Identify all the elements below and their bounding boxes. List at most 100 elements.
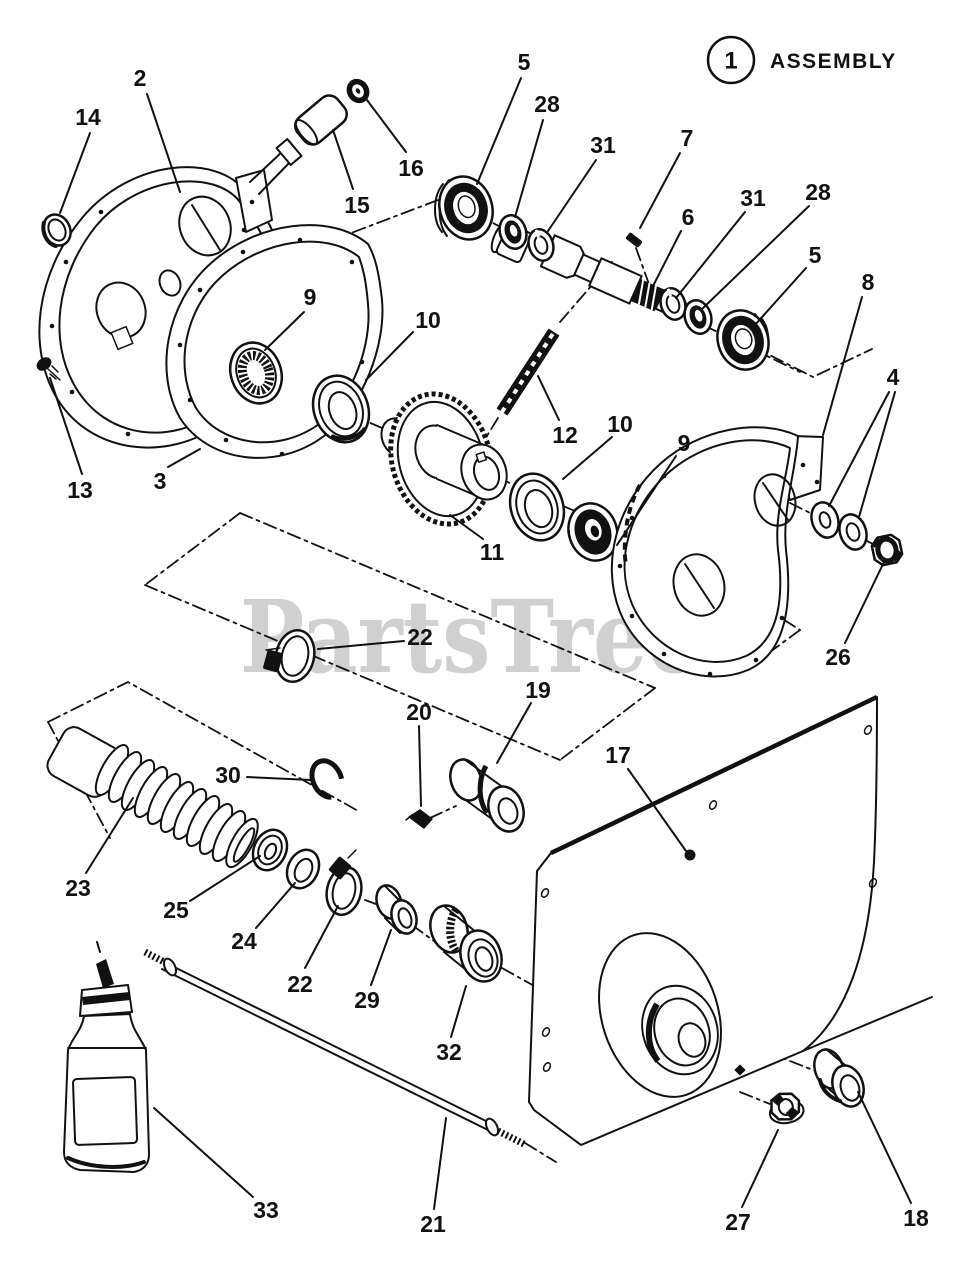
assembly-badge-label: ASSEMBLY bbox=[770, 50, 897, 73]
callout-29: 29 bbox=[354, 987, 380, 1013]
cover-plate-8 bbox=[610, 426, 824, 678]
panel-17 bbox=[528, 694, 933, 1146]
leader-dot-17 bbox=[684, 849, 696, 861]
cap-16 bbox=[346, 78, 370, 104]
callout-27: 27 bbox=[725, 1209, 751, 1235]
callout-28: 28 bbox=[534, 91, 560, 117]
plug-14 bbox=[41, 213, 72, 249]
phantom-line bbox=[524, 1142, 557, 1163]
callout-14: 14 bbox=[75, 104, 101, 130]
callout-23: 23 bbox=[65, 875, 91, 901]
callout-9: 9 bbox=[304, 284, 317, 310]
callout-33: 33 bbox=[253, 1197, 279, 1223]
bearing-5-right bbox=[716, 309, 770, 371]
callout-31: 31 bbox=[740, 185, 766, 211]
callout-9: 9 bbox=[678, 430, 691, 456]
leader-line-18 bbox=[857, 1091, 912, 1204]
seal-10-left bbox=[311, 374, 371, 444]
nut-27 bbox=[768, 1092, 805, 1125]
phantom-line bbox=[559, 687, 656, 761]
bearing-9-right bbox=[567, 502, 619, 562]
leader-line-15 bbox=[332, 129, 354, 190]
ring-31-right bbox=[659, 287, 687, 321]
grip-15 bbox=[294, 94, 348, 146]
bushing-29 bbox=[375, 884, 418, 935]
washer-4a bbox=[810, 501, 840, 539]
leader-line-31 bbox=[675, 211, 746, 299]
leader-line-21 bbox=[433, 1117, 447, 1210]
callout-22: 22 bbox=[407, 624, 433, 650]
callout-12: 12 bbox=[552, 422, 578, 448]
leader-line-32 bbox=[450, 985, 467, 1038]
leader-line-8 bbox=[822, 296, 863, 436]
leader-line-19 bbox=[496, 702, 532, 764]
washer-25 bbox=[251, 828, 289, 872]
phantom-line bbox=[47, 680, 361, 813]
callout-5: 5 bbox=[809, 242, 822, 268]
assembly-badge-number: 1 bbox=[724, 48, 737, 75]
leader-line-31 bbox=[547, 159, 597, 232]
callout-30: 30 bbox=[215, 762, 241, 788]
callout-3: 3 bbox=[154, 468, 167, 494]
leader-lines-layer bbox=[49, 77, 912, 1210]
phantom-line bbox=[501, 967, 546, 993]
snap-ring-30 bbox=[309, 758, 345, 800]
callout-5: 5 bbox=[518, 49, 531, 75]
washer-28-left bbox=[498, 214, 528, 250]
callout-7: 7 bbox=[681, 125, 694, 151]
key-7 bbox=[626, 232, 642, 248]
assembly-badge: 1 ASSEMBLY bbox=[706, 35, 897, 85]
leader-line-25 bbox=[189, 855, 261, 902]
pin-20 bbox=[405, 809, 433, 829]
leader-line-5 bbox=[753, 267, 807, 327]
leader-line-11 bbox=[449, 514, 484, 540]
callout-2: 2 bbox=[134, 65, 147, 91]
leader-line-24 bbox=[255, 882, 296, 929]
leader-line-28 bbox=[701, 205, 810, 310]
callout-6: 6 bbox=[682, 204, 695, 230]
leader-line-13 bbox=[49, 377, 83, 475]
washer-4b bbox=[838, 513, 868, 551]
phantom-line bbox=[144, 512, 241, 586]
leader-line-5 bbox=[476, 77, 522, 185]
leader-line-23 bbox=[85, 797, 134, 874]
leader-line-20 bbox=[418, 725, 422, 807]
callout-32: 32 bbox=[436, 1039, 462, 1065]
callout-10: 10 bbox=[415, 307, 441, 333]
leader-line-7 bbox=[639, 152, 681, 229]
leader-line-14 bbox=[59, 132, 91, 214]
seal-10-right bbox=[508, 472, 566, 542]
callout-25: 25 bbox=[163, 897, 189, 923]
phantom-line bbox=[144, 584, 561, 761]
leader-line-9 bbox=[264, 311, 305, 351]
callout-21: 21 bbox=[420, 1211, 446, 1237]
leader-line-9 bbox=[616, 455, 677, 546]
panel-hub bbox=[641, 984, 719, 1076]
leader-line-3 bbox=[167, 448, 201, 468]
phantom-line bbox=[559, 261, 613, 323]
clamp-22-lower bbox=[325, 849, 363, 916]
callout-13: 13 bbox=[67, 477, 93, 503]
leader-line-26 bbox=[844, 561, 885, 644]
callout-10: 10 bbox=[607, 411, 633, 437]
spring-boot-23 bbox=[46, 726, 259, 869]
callout-8: 8 bbox=[862, 269, 875, 295]
leader-line-6 bbox=[651, 230, 682, 289]
nut-26 bbox=[870, 533, 904, 567]
callout-15: 15 bbox=[344, 192, 370, 218]
rod-21 bbox=[143, 948, 526, 1148]
coupler-19 bbox=[449, 758, 525, 833]
bushing-18 bbox=[813, 1048, 865, 1108]
leader-line-10 bbox=[365, 331, 414, 381]
sprocket-11 bbox=[380, 391, 508, 527]
leader-line-27 bbox=[741, 1129, 779, 1208]
leader-line-2 bbox=[146, 93, 181, 193]
callout-28: 28 bbox=[805, 179, 831, 205]
phantom-line bbox=[239, 512, 656, 689]
leader-line-17 bbox=[627, 768, 687, 852]
phantom-line bbox=[635, 247, 651, 288]
phantom-line bbox=[739, 1091, 771, 1105]
callout-17: 17 bbox=[605, 742, 631, 768]
phantom-line bbox=[747, 343, 873, 379]
handle-arm bbox=[235, 78, 370, 233]
